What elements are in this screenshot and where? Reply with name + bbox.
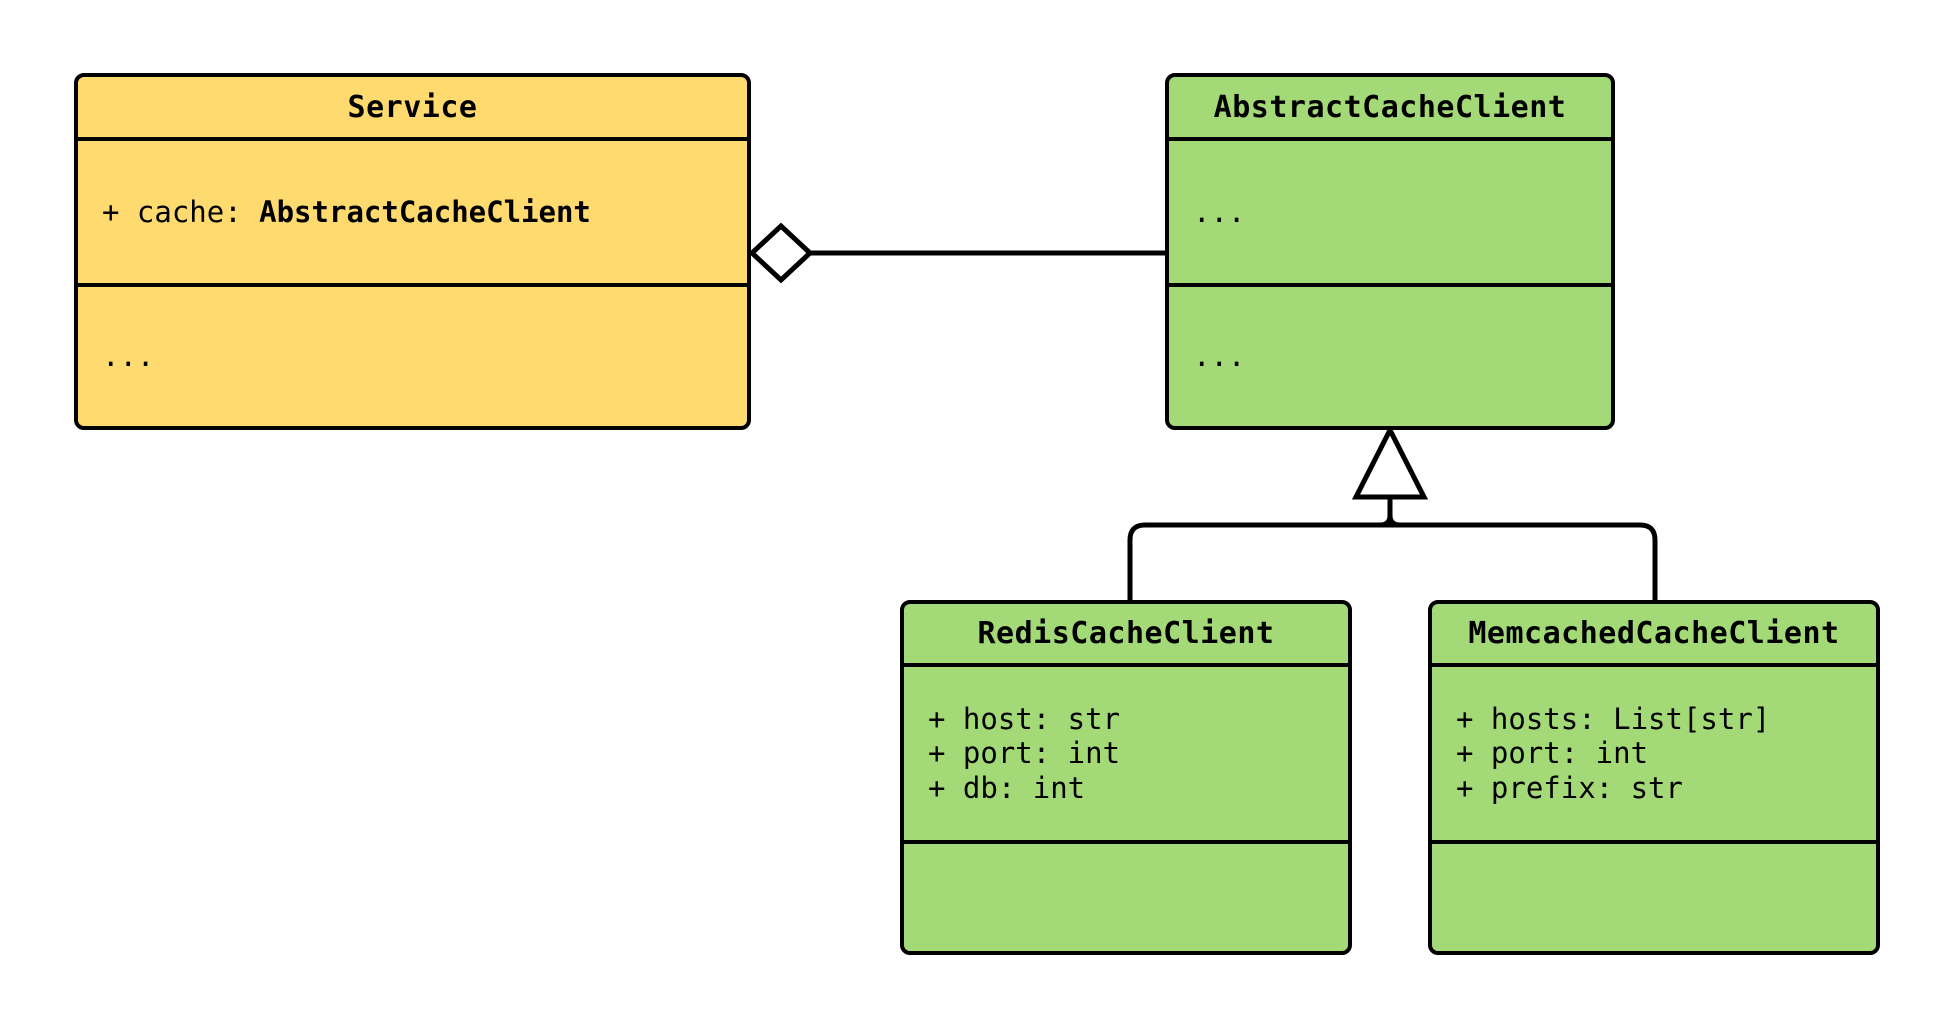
attributes-compartment-service: + cache: AbstractCacheClient: [78, 141, 747, 283]
attribute-row: + db: int: [928, 770, 1086, 805]
hollow-diamond-marker: [748, 222, 814, 284]
attribute-row: + hosts: List[str]: [1456, 702, 1771, 737]
aggregation-edge-service-to-abstract-cache-client: [748, 222, 1167, 284]
methods-compartment-service: ...: [78, 287, 747, 426]
class-box-memcached-cache-client[interactable]: MemcachedCacheClient + hosts: List[str] …: [1428, 600, 1880, 955]
class-name-abstract-cache-client: AbstractCacheClient: [1213, 89, 1567, 125]
compartment-divider: [904, 663, 1348, 667]
attribute-row: ...: [1193, 194, 1246, 229]
compartment-divider: [1432, 663, 1876, 667]
class-name-memcached-cache-client: MemcachedCacheClient: [1468, 616, 1840, 651]
compartment-divider: [78, 283, 747, 287]
compartment-divider: [1432, 840, 1876, 844]
compartment-divider: [78, 137, 747, 141]
method-row: ...: [1193, 339, 1246, 374]
attributes-compartment-memcached-cache-client: + hosts: List[str] + port: int + prefix:…: [1432, 667, 1876, 840]
class-name-service: Service: [347, 89, 478, 125]
generalization-branch-memcached: [1390, 522, 1658, 600]
generalization-branch-redis: [1127, 522, 1390, 600]
class-name-redis-cache-client: RedisCacheClient: [977, 616, 1275, 651]
methods-compartment-abstract-cache-client: ...: [1169, 287, 1611, 426]
methods-compartment-memcached-cache-client: [1432, 844, 1876, 951]
attribute-row: + host: str: [928, 702, 1121, 737]
attribute-row: + cache: AbstractCacheClient: [102, 195, 747, 229]
attribute-row: + port: int: [1456, 736, 1649, 771]
compartment-divider: [1169, 283, 1611, 287]
class-box-redis-cache-client[interactable]: RedisCacheClient + host: str + port: int…: [900, 600, 1352, 955]
attribute-type: AbstractCacheClient: [259, 194, 591, 229]
class-box-abstract-cache-client[interactable]: AbstractCacheClient ... ...: [1165, 73, 1615, 430]
attributes-compartment-abstract-cache-client: ...: [1169, 141, 1611, 283]
class-box-service[interactable]: Service + cache: AbstractCacheClient ...: [74, 73, 751, 430]
attribute-prefix: + cache:: [102, 194, 260, 229]
generalization-edge-subclasses-to-abstract-cache-client: [1127, 424, 1658, 600]
generalization-stem-mirror: [1379, 497, 1393, 528]
compartment-divider: [904, 840, 1348, 844]
attributes-compartment-redis-cache-client: + host: str + port: int + db: int: [904, 667, 1348, 840]
attribute-row: + port: int: [928, 736, 1121, 771]
attribute-row: + prefix: str: [1456, 770, 1683, 805]
compartment-divider: [1169, 137, 1611, 141]
method-row: ...: [102, 339, 155, 374]
methods-compartment-redis-cache-client: [904, 844, 1348, 951]
hollow-triangle-marker: [1351, 424, 1429, 500]
